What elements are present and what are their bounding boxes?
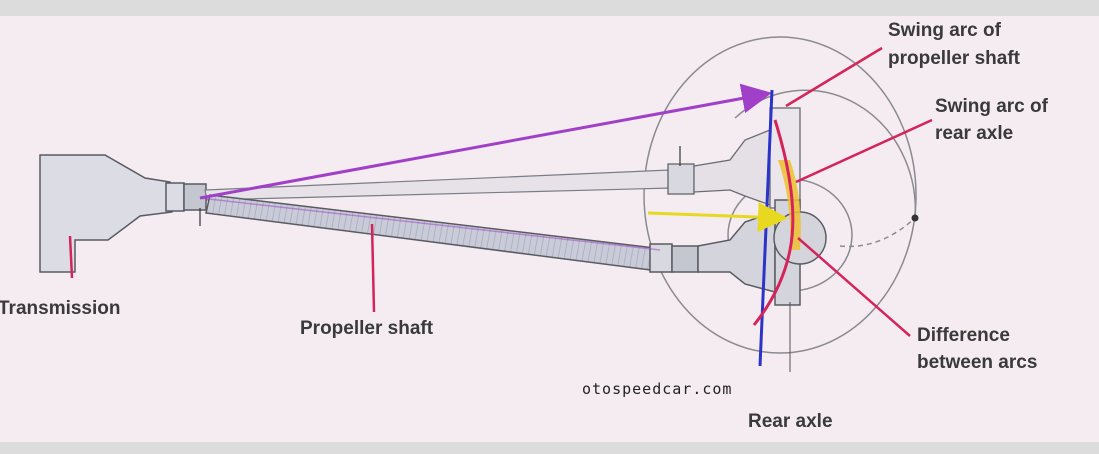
label-transmission: Transmission [0,297,121,321]
label-difference-line1: Difference [917,324,1010,348]
label-swing-arc-rear-line2: rear axle [935,122,1013,146]
pivot-dot [912,215,919,222]
label-swing-arc-propeller-line2: propeller shaft [888,47,1020,71]
label-swing-arc-rear-line1: Swing arc of [935,95,1048,119]
label-swing-arc-propeller-line1: Swing arc of [888,19,1001,43]
label-rear-axle: Rear axle [748,410,833,434]
label-difference-line2: between arcs [917,351,1037,375]
diagram-background [0,16,1099,442]
label-propeller-shaft: Propeller shaft [300,317,433,341]
watermark: otospeedcar.com [582,380,732,398]
